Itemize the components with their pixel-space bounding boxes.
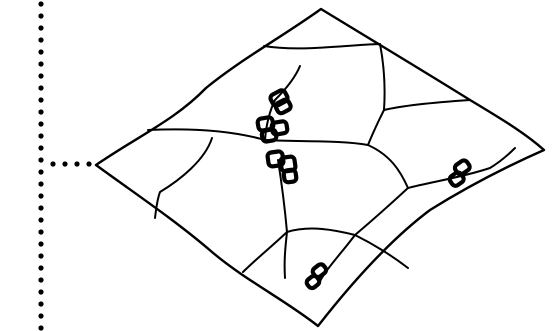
chain-link-markers [257,89,471,290]
chain-link-icon [267,151,297,183]
chain-link-icon [257,117,288,142]
chain-link-icon [448,159,471,187]
dotted-connector [38,1,91,330]
